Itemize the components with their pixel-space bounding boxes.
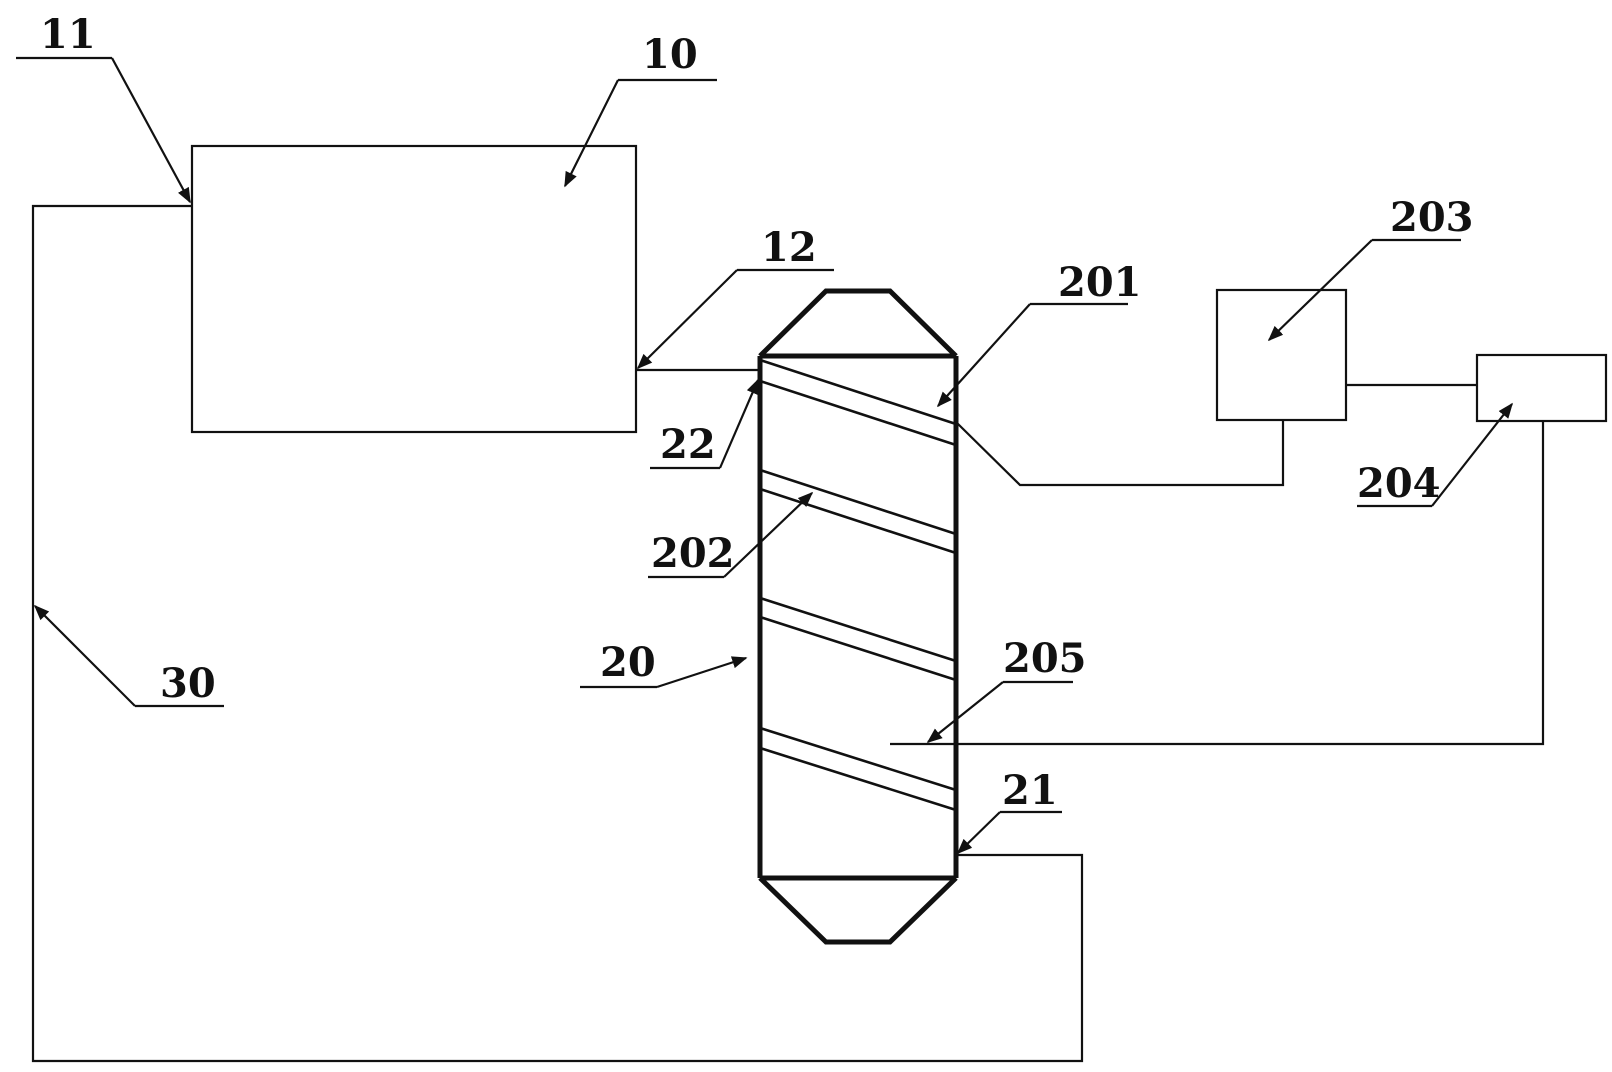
label-205: 205 [1003, 635, 1087, 682]
label-201: 201 [1058, 259, 1142, 306]
component-204-box [1475, 353, 1608, 423]
label-12: 12 [761, 224, 817, 271]
label-22: 22 [660, 421, 716, 468]
label-203: 203 [1390, 194, 1474, 241]
component-20-column [757, 288, 959, 945]
label-202: 202 [651, 530, 735, 577]
label-20: 20 [600, 639, 656, 686]
label-21: 21 [1002, 767, 1058, 814]
label-30: 30 [160, 660, 216, 707]
leader-lines [16, 56, 1513, 855]
label-11: 11 [40, 11, 96, 58]
label-204: 204 [1357, 460, 1441, 507]
label-10: 10 [642, 31, 698, 78]
component-203-box [1215, 288, 1348, 422]
pipe-lines [31, 204, 1545, 1063]
component-10-box [190, 144, 638, 434]
